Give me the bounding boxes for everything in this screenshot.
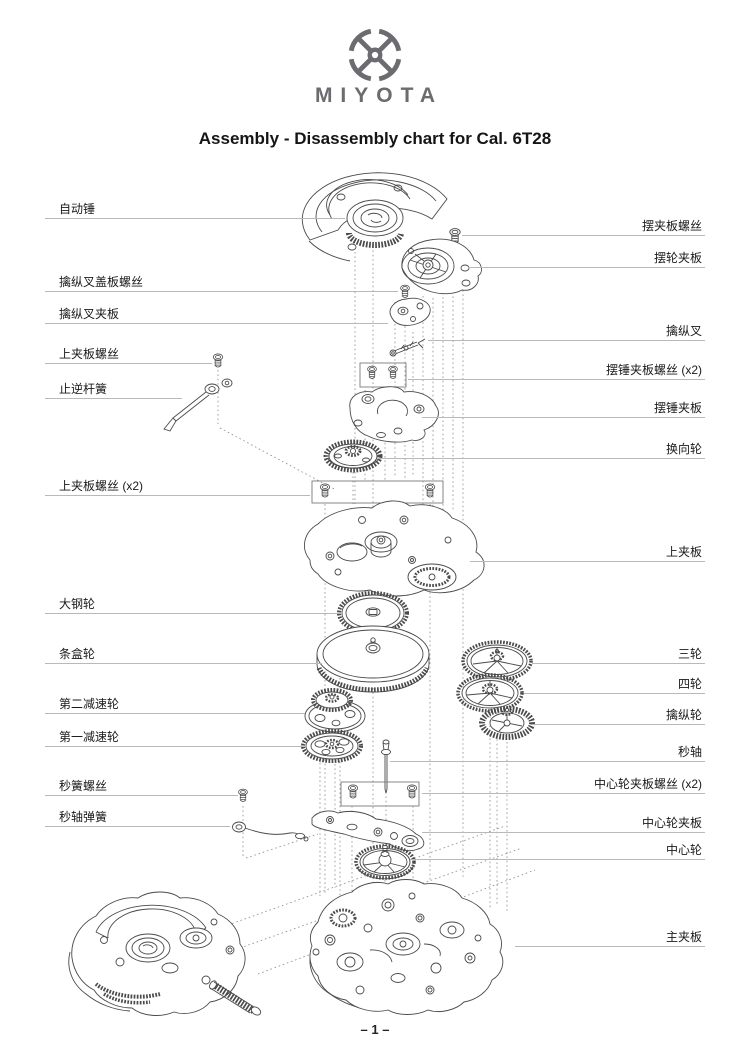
reversing-wheel-part <box>323 439 383 473</box>
label-click-spring: 止逆杆簧 <box>45 382 182 399</box>
label-center-wheel: 中心轮 <box>412 843 705 860</box>
balance-bridge-part <box>401 238 482 295</box>
label-main-plate: 主夹板 <box>515 930 705 947</box>
pallet-cover-plate-part <box>389 297 431 326</box>
upper-bridge-screw-part <box>212 353 224 368</box>
barrel-part <box>316 625 430 693</box>
label-balance-bridge: 摆轮夹板 <box>468 251 705 268</box>
label-upper-bridge: 上夹板 <box>470 545 705 562</box>
miyota-logo-icon <box>0 26 750 89</box>
hammer-bridge-part <box>349 386 439 443</box>
label-ratchet-wheel: 大钢轮 <box>45 597 342 614</box>
label-third-wheel: 三轮 <box>532 647 705 664</box>
label-hammer-bridge-screws-x2: 摆锤夹板螺丝 (x2) <box>408 363 705 380</box>
pallet-cover-screw-part <box>400 284 410 298</box>
label-reversing-wheel: 换向轮 <box>377 442 705 459</box>
label-first-reduction-wheel: 第一减速轮 <box>45 730 303 747</box>
label-upper-bridge-screws-x2: 上夹板螺丝 (x2) <box>45 479 310 496</box>
upper-bridge-screws-part <box>311 480 444 504</box>
label-center-wheel-bridge-screws-x2: 中心轮夹板螺丝 (x2) <box>422 777 705 794</box>
first-reduction-wheel-part <box>301 729 363 763</box>
label-balance-bridge-screw: 摆夹板螺丝 <box>462 219 705 236</box>
center-wheel-bridge-screws-part <box>340 781 420 807</box>
ratchet-wheel-part <box>337 591 409 635</box>
pallet-fork-part <box>389 338 426 357</box>
third-wheel-part <box>461 640 533 682</box>
label-pallet-fork: 擒纵叉 <box>428 324 705 341</box>
label-barrel: 条盒轮 <box>45 647 322 664</box>
page-number: – 1 – <box>360 1022 390 1037</box>
upper-bridge-part <box>303 500 485 597</box>
label-fourth-wheel: 四轮 <box>524 677 705 694</box>
assembled-movement-part <box>68 891 262 1016</box>
main-plate-part <box>309 879 504 1015</box>
label-second-reduction-wheel: 第二减速轮 <box>45 697 305 714</box>
page-title: Assembly - Disassembly chart for Cal. 6T… <box>198 129 552 148</box>
center-wheel-part <box>354 844 416 880</box>
seconds-shaft-part <box>381 739 391 794</box>
label-center-wheel-bridge: 中心轮夹板 <box>422 816 705 833</box>
brand-wordmark: MIYOTA <box>314 84 444 107</box>
center-wheel-bridge-part <box>311 810 425 852</box>
fourth-wheel-part <box>456 673 524 713</box>
label-upper-bridge-screw: 上夹板螺丝 <box>45 347 212 364</box>
label-seconds-spring-screw: 秒簧螺丝 <box>45 779 238 796</box>
label-oscillating-weight: 自动锤 <box>45 202 345 219</box>
label-seconds-shaft-spring: 秒轴弹簧 <box>45 810 230 827</box>
label-pallet-cover-plate: 擒纵叉夹板 <box>45 307 388 324</box>
escape-wheel-part <box>479 706 535 740</box>
hammer-bridge-screws-part <box>359 362 407 388</box>
label-escape-wheel: 擒纵轮 <box>532 708 705 725</box>
click-spring-part <box>163 378 233 432</box>
seconds-spring-screw-part <box>238 788 248 802</box>
second-reduction-wheel-part <box>304 688 366 733</box>
label-hammer-bridge: 摆锤夹板 <box>422 401 705 418</box>
seconds-shaft-spring-part <box>232 821 309 842</box>
label-seconds-shaft: 秒轴 <box>390 745 705 762</box>
oscillating-weight-part <box>301 172 448 262</box>
label-pallet-cover-screw: 擒纵叉盖板螺丝 <box>45 275 398 292</box>
